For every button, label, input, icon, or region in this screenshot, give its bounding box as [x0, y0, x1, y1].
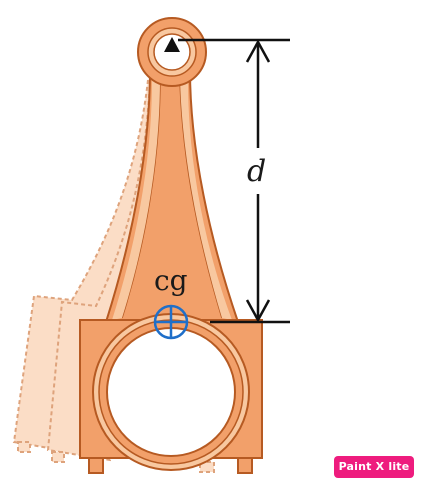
dimension-label: d	[247, 154, 266, 189]
dimension-arrow-up-icon	[245, 39, 271, 63]
watermark-badge: Paint X lite	[334, 456, 414, 478]
cg-label: cg	[154, 264, 188, 297]
crosshair-circle-icon	[153, 304, 189, 340]
dimension-d	[178, 38, 290, 324]
ghost-rod-mid	[46, 77, 164, 462]
connecting-rod: cg	[79, 17, 263, 474]
big-end-foot-left	[88, 457, 104, 474]
rod-shank-highlight-left	[112, 78, 160, 320]
ghost-feet	[17, 441, 215, 473]
dimension-arrow-down-icon	[245, 299, 271, 323]
big-end-bore	[106, 327, 236, 457]
rod-shank-highlight-right	[180, 78, 232, 320]
triangle-pivot-icon	[164, 37, 180, 52]
big-end-foot-right	[237, 457, 253, 474]
